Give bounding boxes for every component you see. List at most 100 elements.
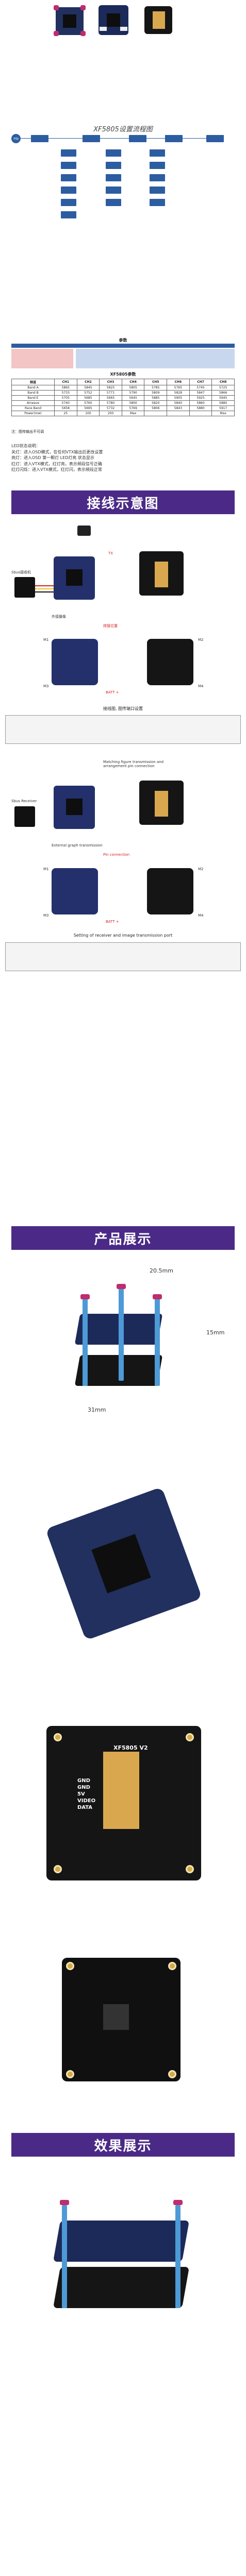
- en-receiver-box: [14, 806, 35, 827]
- table-cell: 5645: [121, 395, 145, 401]
- en-receiver-label: Sbus Receiver: [11, 799, 37, 803]
- table-cell: 5825: [99, 385, 122, 391]
- wire-red: [35, 585, 54, 586]
- wire-yellow: [35, 588, 54, 589]
- wiring-diagram-cn: Sbus接收机 TX 外接摄像 焊接位置 M1 M2 M3 M4 BATT + …: [0, 520, 246, 850]
- table-header-cell: CH6: [167, 379, 190, 385]
- nut: [80, 1294, 90, 1299]
- fc-chip: [66, 569, 83, 586]
- flow-node: [61, 199, 76, 206]
- table-cell: 5845: [76, 385, 100, 391]
- camera-label: 外接摄像: [52, 615, 66, 619]
- flow-node: [106, 199, 121, 206]
- back-model-label: XF5805 V2: [113, 1744, 148, 1751]
- flow-main-line: [21, 138, 211, 139]
- table-cell: 5780: [99, 400, 122, 406]
- pad-label: GND: [77, 1778, 90, 1784]
- table-cell: 5790: [121, 390, 145, 396]
- table-cell: 5840: [167, 400, 190, 406]
- table-cell: 5800: [121, 400, 145, 406]
- table-cell: [144, 411, 168, 416]
- table-cell: 5847: [189, 390, 212, 396]
- instruction-line: 红灯：进入VTX模式，红灯亮，表示频段信号正确: [11, 461, 102, 466]
- motor-m4-label: M4: [198, 684, 204, 688]
- table-cell: 5665: [99, 395, 122, 401]
- table-cell: 5860: [189, 400, 212, 406]
- flow-node: [61, 211, 76, 218]
- wiring-diagram-en: Sbus Receiver Matching figure transmissi…: [0, 750, 246, 1038]
- pad-label: VIDEO: [77, 1798, 96, 1804]
- table-cell: 5925: [189, 395, 212, 401]
- table-cell: 200: [99, 411, 122, 416]
- fc-board-photo: [0, 1484, 246, 1669]
- vtx-photo: [0, 1947, 246, 2117]
- flow-node: [61, 149, 76, 157]
- dim-height: 15mm: [206, 1329, 225, 1336]
- table-cell: Airwave: [11, 400, 55, 406]
- mount-hole: [168, 2070, 176, 2078]
- table-cell: 100: [76, 411, 100, 416]
- board-back-photo: [140, 2, 176, 38]
- table-cell: 5752: [76, 390, 100, 396]
- en-table-title: Setting of receiver and image transmissi…: [73, 933, 173, 938]
- table-cell: 5866: [211, 390, 235, 396]
- table-cell: 5885: [144, 395, 168, 401]
- mount-hole: [186, 1733, 194, 1741]
- setup-flowchart: XF5805设置流程图 开始: [0, 118, 246, 314]
- en-batt-label: BATT +: [106, 920, 119, 924]
- hero-gallery: [0, 0, 246, 41]
- pin-note-label: 焊接位置: [103, 624, 118, 628]
- standoff: [119, 1288, 124, 1381]
- instruction-line: 红灯闪烁：进入VTX模式，红灯闪，表示频段正常: [11, 467, 102, 472]
- en-esc-left: [52, 868, 98, 914]
- flow-node: [61, 162, 76, 169]
- table-cell: 5880: [189, 405, 212, 411]
- en-vtx-note: Matching figure transmission and arrange…: [103, 760, 164, 768]
- flow-branch-col-3: [150, 149, 165, 227]
- table-cell: 5725: [211, 385, 235, 391]
- flow-node: [129, 135, 146, 142]
- table-cell: 5658: [54, 405, 77, 411]
- esc-board-left: [52, 639, 98, 685]
- pad-label: GND: [77, 1785, 90, 1790]
- nut: [60, 2200, 69, 2205]
- wiring-banner-cn: 接线示意图: [11, 490, 235, 514]
- table-cell: Max: [121, 411, 145, 416]
- params-caption: XF5805参数: [110, 372, 136, 377]
- en-pin-note: Pin connection: [103, 853, 130, 857]
- instruction-list: LED状态说明：关灯：进入OSD模式，在任何VTX输出后更改设置亮灯：进入OSD…: [11, 443, 235, 473]
- flow-start-label: 开始: [13, 137, 19, 141]
- flow-node: [150, 199, 165, 206]
- table-cell: 5880: [211, 400, 235, 406]
- esc-board-right: [147, 639, 193, 685]
- table-cell: 5905: [167, 395, 190, 401]
- standoff: [83, 1298, 88, 1386]
- batt-label: BATT +: [106, 690, 119, 694]
- instruction-line: 关灯：进入OSD模式，在任何VTX输出后更改设置: [11, 449, 103, 454]
- vtx-photo-chip: [103, 2004, 129, 2030]
- en-motor-m4: M4: [198, 913, 204, 918]
- en-fc-chip: [66, 799, 83, 815]
- en-esc-right: [147, 868, 193, 914]
- motor-m2-label: M2: [198, 638, 204, 642]
- stack-photo-1: [52, 2, 88, 38]
- table-cell: 5820: [144, 400, 168, 406]
- gold-pad: [103, 1752, 139, 1829]
- table-cell: Band A: [11, 385, 55, 391]
- table-cell: 5917: [211, 405, 235, 411]
- flowchart-title: XF5805设置流程图: [93, 126, 153, 133]
- table-cell: Power(mw): [11, 411, 55, 416]
- params-color-block: [11, 344, 235, 369]
- led-instructions: LED状态说明：关灯：进入OSD模式，在任何VTX输出后更改设置亮灯：进入OSD…: [0, 443, 246, 484]
- en-motor-m2: M2: [198, 867, 204, 871]
- table-cell: 5809: [144, 390, 168, 396]
- flow-node: [206, 135, 224, 142]
- vtx-gold: [155, 562, 168, 587]
- flow-node: [150, 149, 165, 157]
- flow-node: [31, 135, 48, 142]
